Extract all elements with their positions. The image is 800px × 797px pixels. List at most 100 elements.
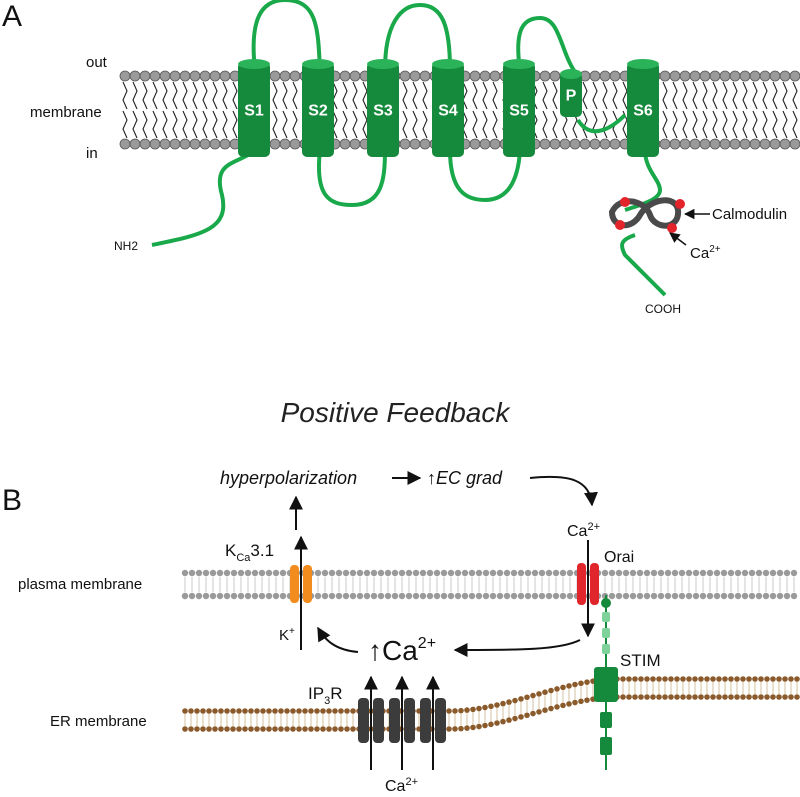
calmodulin-label: Calmodulin [712,206,787,223]
lipid-head [236,708,242,714]
lipid-head [200,726,206,732]
lipid-head [608,569,616,577]
lipid-head [740,676,746,682]
lipid-head [657,569,665,577]
lipid-head [636,569,644,577]
helix-label: S5 [509,103,529,120]
lipid-head [149,70,161,82]
lipid-head [224,708,230,714]
lipid-tail [142,110,148,139]
lipid-head [230,592,238,600]
lipid-head [678,569,686,577]
orai-channel [577,563,599,605]
lipid-head [727,569,735,577]
lipid-head [589,138,601,150]
lipid-head [668,676,674,682]
lipid-tail [402,110,408,139]
lipid-head [452,726,458,732]
lipid-head [545,592,553,600]
lipid-tail [172,110,178,139]
lipid-head [129,138,141,150]
lipid-tail [192,81,198,110]
lipid-head [363,592,371,600]
lipid-head [706,569,714,577]
lipid-head [524,592,532,600]
lipid-head [669,70,681,82]
lipid-head [433,592,441,600]
lipid-head [748,592,756,600]
lipid-head [272,592,280,600]
lipid-tail [232,110,238,139]
lipid-head [769,70,781,82]
lipid-head [251,569,259,577]
lipid-head [279,138,291,150]
lipid-head [589,70,601,82]
lipid-head [758,676,764,682]
helix-label: S4 [438,103,458,120]
ip3r-channels [358,698,446,743]
lipid-tail [362,81,368,110]
lipid-tail [482,81,488,110]
lipid-head [206,726,212,732]
lipid-head [559,569,567,577]
lipid-head [475,592,483,600]
lipid-head [476,705,482,712]
lipid-head [223,592,231,600]
er-membrane [182,676,800,732]
lipid-head [782,694,788,700]
lipid-head [209,70,221,82]
lipid-head [237,569,245,577]
lipid-head [709,138,721,150]
lipid-tail [232,81,238,110]
k-plus-label: K+ [279,626,295,644]
lipid-head [446,708,452,714]
lipid-head [689,70,701,82]
lipid-head [342,592,350,600]
lipid-head [656,676,662,682]
lipid-head [608,592,616,600]
ec-to-orai-arrow [529,475,598,507]
lipid-head [584,697,590,703]
lipid-head [650,676,656,682]
lipid-head [260,708,266,714]
lipid-head [384,569,392,577]
lipid-head [530,710,536,717]
lipid-head [494,702,500,708]
lipid-tail [122,110,128,139]
lipid-head [674,676,680,682]
lipid-head [566,592,574,600]
lipid-head [265,592,273,600]
lipid-head [290,726,296,732]
lipid-tail [162,110,168,139]
lipid-head [739,138,751,150]
helix-s2: S2 [302,59,334,157]
lipid-head [479,70,491,82]
lipid-head [482,592,490,600]
lipid-head [599,138,611,150]
lipid-tail [162,81,168,110]
lipid-head [494,720,500,726]
lipid-tail [592,110,598,139]
lipid-head [223,569,231,577]
lipid-head [258,569,266,577]
lipid-head [729,70,741,82]
lipid-tail [342,110,348,139]
lipid-tail [682,81,688,110]
lipid-tail [692,81,698,110]
lipid-head [338,708,344,714]
lipid-head [349,569,357,577]
plasma-membrane-label: plasma membrane [18,576,142,593]
lipid-head [189,70,201,82]
lipid-head [440,569,448,577]
lipid-head [659,70,671,82]
lipid-head [554,704,560,710]
lipid-head [699,138,711,150]
lipid-tail [782,81,788,110]
lipid-head [536,709,542,715]
lipid-tail [172,81,178,110]
lipid-head [454,592,462,600]
lipid-head [139,138,151,150]
lipid-head [194,726,200,732]
lipid-head [159,70,171,82]
lipid-head [531,569,539,577]
